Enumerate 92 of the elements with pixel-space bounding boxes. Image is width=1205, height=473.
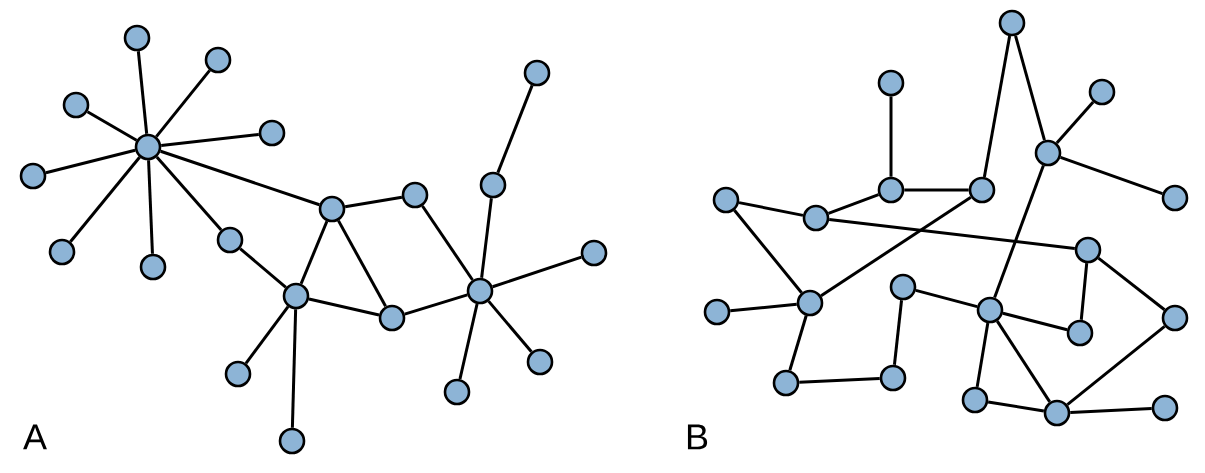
edge-line — [480, 198, 493, 278]
node-circle — [318, 195, 346, 223]
edge-line — [86, 110, 138, 142]
node-circle — [123, 24, 151, 52]
node-circle — [1034, 139, 1062, 167]
node-circle — [19, 162, 47, 190]
node-circle — [703, 298, 731, 326]
edge-line — [404, 293, 468, 316]
edge-line — [45, 148, 136, 175]
edge-line — [975, 322, 990, 388]
edge-line — [421, 205, 474, 281]
panel-letter: B — [687, 424, 708, 450]
edge-line — [820, 196, 972, 297]
node-circle — [466, 277, 494, 305]
edge-line — [160, 149, 320, 207]
edge-line — [492, 255, 582, 289]
edge-line — [892, 300, 904, 365]
edge-line — [1097, 257, 1166, 311]
edge-line — [1079, 263, 1089, 320]
edge-line — [1070, 407, 1152, 414]
node-circle — [796, 289, 824, 317]
node-circle — [62, 91, 90, 119]
node-circle — [139, 253, 167, 281]
edge-line — [136, 51, 149, 134]
edge-line — [788, 315, 808, 371]
node-circle — [1151, 394, 1179, 422]
node-circle — [772, 369, 800, 397]
node-circle — [1088, 78, 1116, 106]
edge-line — [915, 288, 978, 309]
edge-line — [299, 220, 329, 285]
edge-line — [290, 309, 298, 428]
node-circle — [976, 296, 1004, 324]
edge-line — [487, 300, 533, 353]
node-circle — [877, 69, 905, 97]
node-circle — [278, 427, 306, 455]
edge-line — [904, 188, 969, 192]
node-circle — [282, 282, 310, 310]
edge-line — [155, 155, 223, 231]
edge-line — [1002, 311, 1068, 332]
node-circle — [258, 119, 286, 147]
edge-line — [69, 156, 141, 243]
edge-line — [1066, 325, 1166, 406]
node-circle — [378, 304, 406, 332]
node-circle — [961, 386, 989, 414]
node-circle — [998, 9, 1026, 37]
node-circle — [443, 378, 471, 406]
node-circle — [134, 133, 162, 161]
node-circle — [523, 59, 551, 87]
node-circle — [580, 239, 608, 267]
edge-line — [799, 377, 880, 384]
node-circle — [889, 273, 917, 301]
edge-line — [733, 209, 803, 294]
edge-line — [889, 96, 893, 177]
node-circle — [204, 46, 232, 74]
edge-line — [730, 302, 797, 313]
panel-letter: A — [23, 424, 47, 450]
node-circle — [879, 364, 907, 392]
edge-line — [161, 133, 259, 147]
node-circle — [877, 176, 905, 204]
edge-line — [458, 303, 479, 380]
edge-line — [827, 193, 880, 215]
edge-line — [244, 305, 290, 365]
node-circle — [1161, 184, 1189, 212]
node-circle — [479, 171, 507, 199]
edge-line — [155, 69, 211, 138]
node-circle — [1074, 236, 1102, 264]
edge-line — [147, 160, 154, 254]
node-circle — [401, 181, 429, 209]
node-circle — [1066, 319, 1094, 347]
node-circle — [526, 348, 554, 376]
edge-line — [1055, 100, 1095, 145]
node-circle — [216, 226, 244, 254]
edge-line — [982, 35, 1012, 178]
edge-line — [738, 201, 804, 217]
edge-line — [239, 247, 287, 289]
node-circle — [224, 360, 252, 388]
edge-line — [829, 218, 1075, 250]
node-circle — [1161, 304, 1189, 332]
edge-line — [344, 195, 403, 209]
node-circle — [1043, 399, 1071, 427]
edge-line — [1060, 156, 1163, 195]
edge-line — [496, 84, 534, 174]
edge-line — [993, 164, 1045, 299]
edge-line — [996, 320, 1051, 403]
edge-line — [987, 400, 1045, 413]
node-circle — [968, 176, 996, 204]
edge-line — [337, 219, 387, 308]
edge-line — [308, 297, 380, 317]
edge-line — [1014, 35, 1046, 141]
node-circle — [802, 204, 830, 232]
node-circle — [712, 186, 740, 214]
node-circle — [48, 238, 76, 266]
